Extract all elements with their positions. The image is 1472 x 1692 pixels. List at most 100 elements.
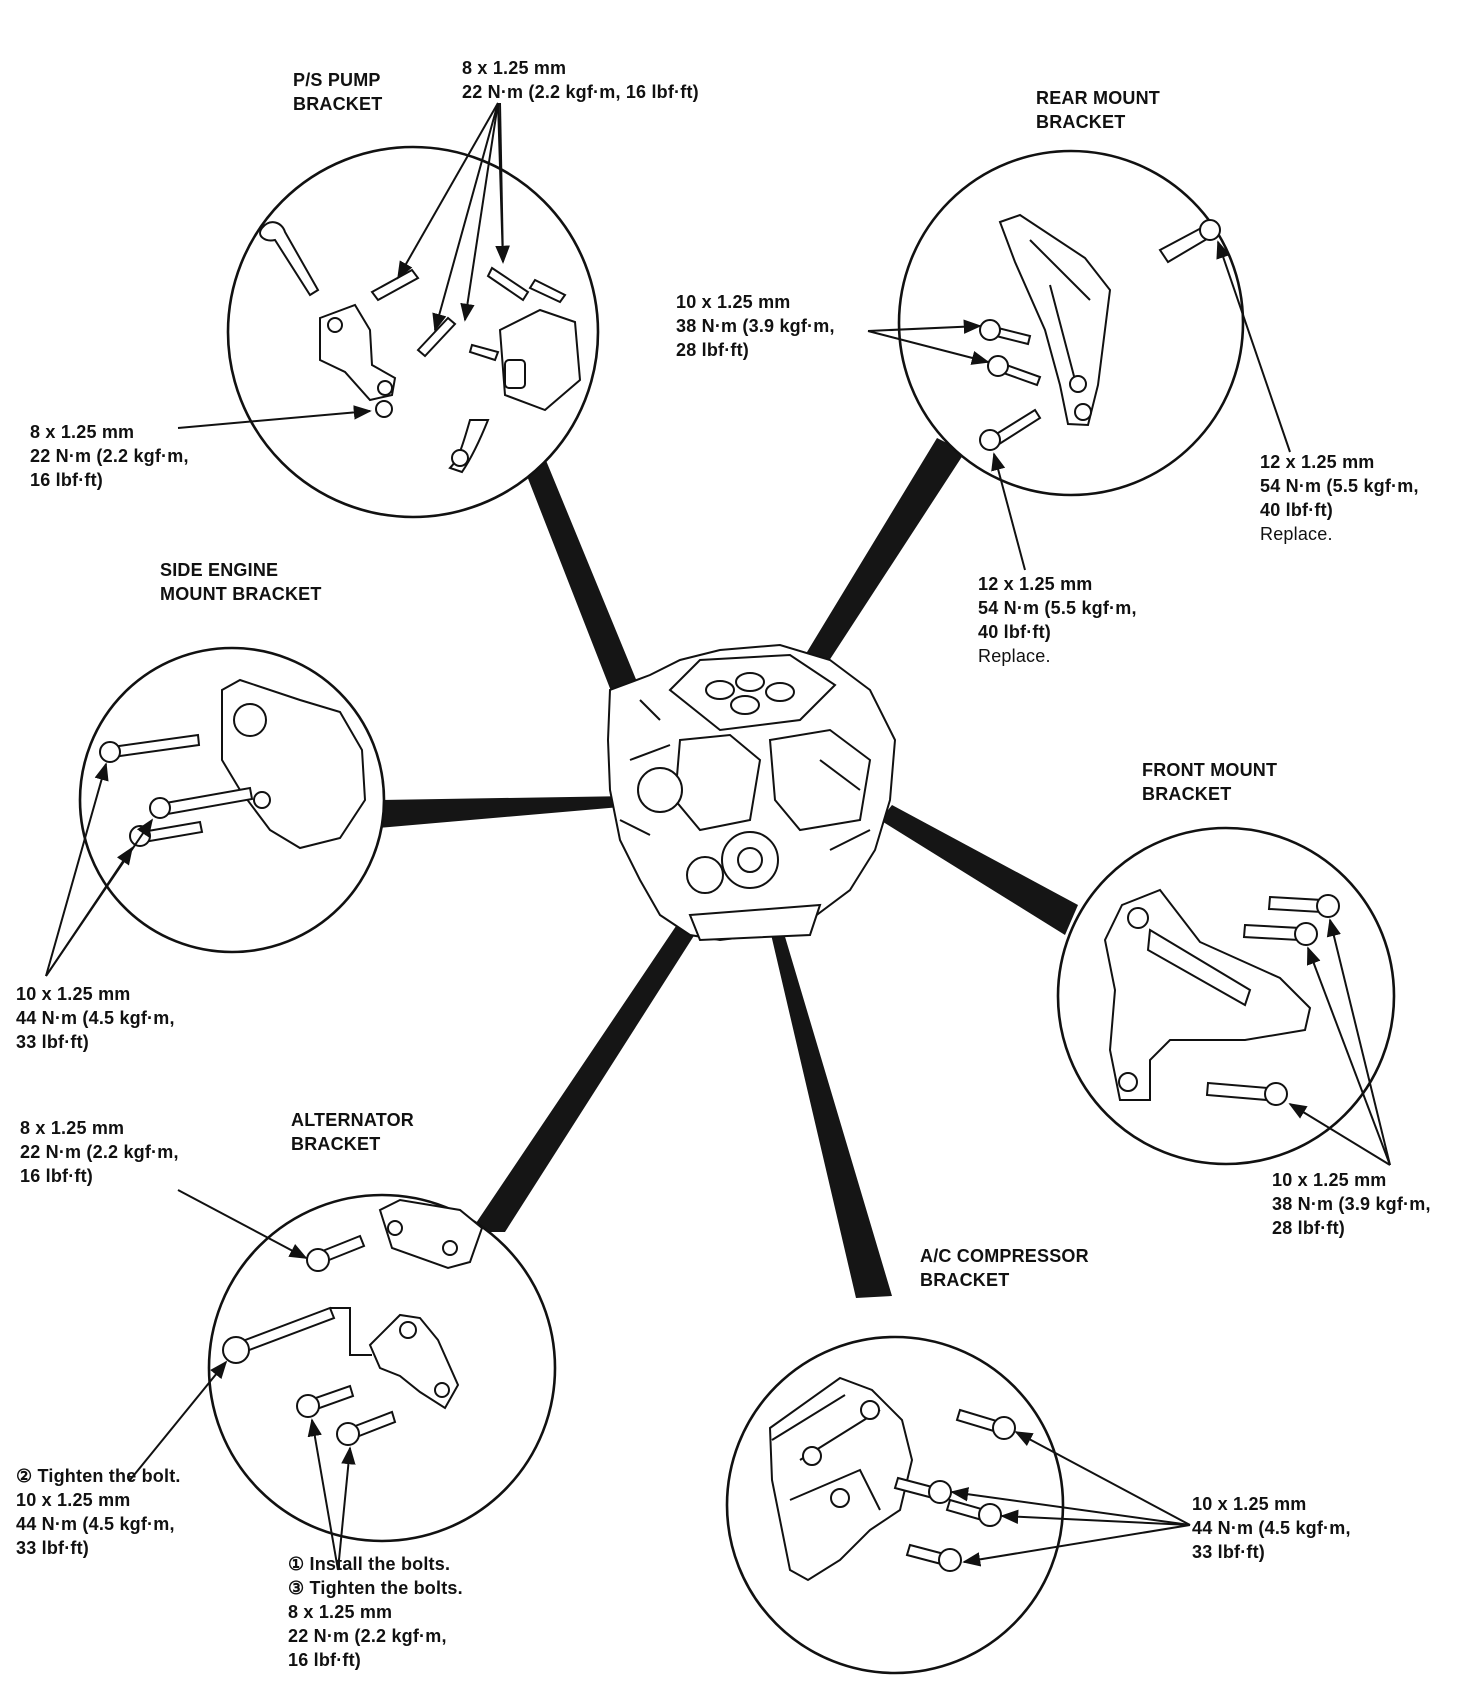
title-line: BRACKET [291,1134,381,1154]
spec-line: 28 lbf·ft) [676,340,749,360]
intake-port [730,695,760,715]
cylinder-head [673,733,762,832]
rear-bracket-hole [1069,375,1087,393]
rear-left-bolt-spec: 10 x 1.25 mm 38 N·m (3.9 kgf·m, 28 lbf·f… [676,290,835,362]
title-line: MOUNT BRACKET [160,584,322,604]
leader-line [867,330,990,365]
cylinder-head [768,728,872,832]
side-engine-mount-bracket-title: SIDE ENGINE MOUNT BRACKET [160,558,322,606]
spec-line: 40 lbf·ft) [1260,500,1333,520]
front-bracket-hole [1127,907,1149,929]
spec-line: 8 x 1.25 mm [30,422,135,442]
bolt-head [1316,894,1340,918]
rear-mount-parts [979,213,1221,451]
spec-line: 54 N·m (5.5 kgf·m, [978,598,1137,618]
spec-line: 10 x 1.25 mm [16,984,131,1004]
ps-pump-bracket-title: P/S PUMP BRACKET [293,68,382,116]
bolt-head [928,1480,952,1504]
connector-rear-mount [790,438,965,690]
leader-lines [45,102,1391,1571]
spec-line: 22 N·m (2.2 kgf·m, [288,1626,447,1646]
leader-line [177,1189,308,1259]
front-bracket-hole [1118,1072,1138,1092]
ac-compressor-bracket-title: A/C COMPRESSOR BRACKET [920,1244,1089,1292]
spec-line: Replace. [978,646,1051,666]
bolt-head [992,1416,1016,1440]
rear-right-bolt-spec: 12 x 1.25 mm 54 N·m (5.5 kgf·m, 40 lbf·f… [1260,450,1419,546]
leader-line [1000,1509,1191,1526]
bolt-head [979,319,1001,341]
bolt-head [336,1422,360,1446]
ps-pump-circle [226,145,600,519]
leader-line [1216,240,1291,453]
spec-line: 8 x 1.25 mm [462,58,567,78]
ac-compressor-bolt-spec: 10 x 1.25 mm 44 N·m (4.5 kgf·m, 33 lbf·f… [1192,1492,1351,1564]
leader-line [45,762,109,977]
ps-mount-slot [504,359,526,389]
spec-line: 10 x 1.25 mm [676,292,791,312]
crank-pulley-hub [737,847,763,873]
alt-bracket-hole [387,1220,403,1236]
rear-bracket-rib [1029,239,1091,381]
spec-line: 8 x 1.25 mm [20,1118,125,1138]
front-mount-bracket-title: FRONT MOUNT BRACKET [1142,758,1277,806]
ac-bracket-hole [860,1400,880,1420]
bolt-head [987,355,1009,377]
cam-pulley [686,856,724,894]
leader-line [1306,946,1391,1166]
leader-line [45,846,134,977]
bolt [1242,923,1302,942]
spec-line: 44 N·m (4.5 kgf·m, [16,1008,175,1028]
front-mount-bolt-spec: 10 x 1.25 mm 38 N·m (3.9 kgf·m, 28 lbf·f… [1272,1168,1431,1240]
front-mount-parts [1103,888,1340,1106]
spec-line: 16 lbf·ft) [288,1650,361,1670]
ps-pump-parts [259,221,582,474]
spec-line: 33 lbf·ft) [1192,1542,1265,1562]
side-bracket-hole [253,791,271,809]
spec-line: 22 N·m (2.2 kgf·m, 16 lbf·ft) [462,82,699,102]
spec-line: 22 N·m (2.2 kgf·m, [30,446,189,466]
spec-line: 8 x 1.25 mm [288,1602,393,1622]
alternator-top-bolt-spec: 8 x 1.25 mm 22 N·m (2.2 kgf·m, 16 lbf·ft… [20,1116,179,1188]
spec-line: 54 N·m (5.5 kgf·m, [1260,476,1419,496]
bolt-head [1264,1082,1288,1106]
bolt-head [1294,922,1318,946]
spec-line: 10 x 1.25 mm [1192,1494,1307,1514]
alt-bracket-hole [399,1321,417,1339]
alternator-bracket-title: ALTERNATOR BRACKET [291,1108,414,1156]
engine-block [606,643,897,942]
spec-line: ③ Tighten the bolts. [288,1578,463,1598]
intake-port [765,682,795,702]
alt-bracket-hole [442,1240,458,1256]
front-bracket-slot [1146,928,1252,1007]
spec-line: 38 N·m (3.9 kgf·m, [676,316,835,336]
connector-front-mount [880,805,1078,935]
spec-line: 38 N·m (3.9 kgf·m, [1272,1194,1431,1214]
ps-adjusting-arm [259,221,320,297]
alt-bracket-hole [434,1382,450,1398]
spec-line: ① Install the bolts. [288,1554,451,1574]
intake-port [735,672,765,692]
ps-top-bolt-spec: 8 x 1.25 mm 22 N·m (2.2 kgf·m, 16 lbf·ft… [462,56,699,104]
title-line: BRACKET [1142,784,1232,804]
bolt-head [222,1336,250,1364]
leader-line [867,319,982,334]
bolt-head [978,1503,1002,1527]
leader-line [495,102,510,264]
oil-pan [688,903,822,942]
leader-line [337,1446,356,1571]
connector-ps-pump [520,458,663,755]
title-line: ALTERNATOR [291,1110,414,1130]
title-line: BRACKET [920,1270,1010,1290]
connector-wedges [378,438,1078,1298]
spec-line: Replace. [1260,524,1333,544]
bolt [468,343,500,362]
spec-line: 16 lbf·ft) [30,470,103,490]
title-line: REAR MOUNT [1036,88,1160,108]
spec-line: 28 lbf·ft) [1272,1218,1345,1238]
leader-line [307,1418,339,1571]
spec-line: 44 N·m (4.5 kgf·m, [1192,1518,1351,1538]
title-line: SIDE ENGINE [160,560,279,580]
spec-line: 44 N·m (4.5 kgf·m, [16,1514,175,1534]
bolt [1267,895,1324,914]
